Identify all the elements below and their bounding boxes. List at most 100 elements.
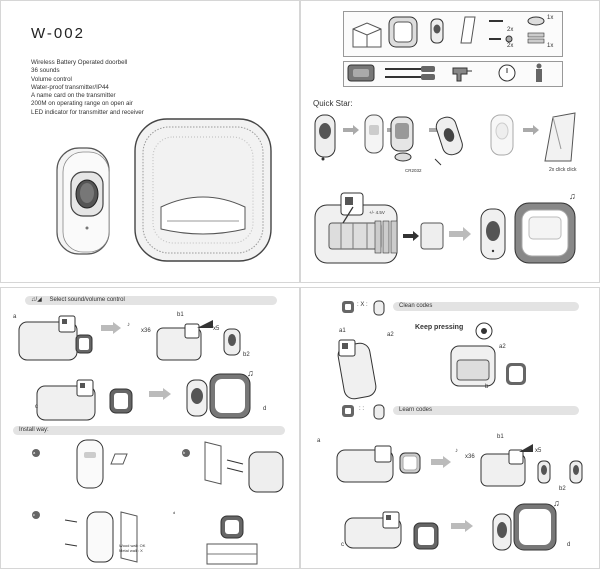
receiver-back-icon [18, 315, 78, 361]
page-codes: : X : Clean codes a1 a2 Keep pressing a2… [300, 287, 600, 569]
transmitter-press-icon [186, 379, 208, 417]
screws-icon [489, 20, 513, 43]
step-label-c: c [35, 404, 38, 410]
aa-batteries-icon [527, 32, 545, 44]
volume-icon [197, 320, 213, 328]
transmitter-small-icon [373, 404, 385, 420]
transmitter-small-icon [223, 328, 241, 356]
transmitter-small-icon [569, 460, 583, 484]
receiver-ringing-icon [209, 373, 251, 419]
arrow-right-icon [101, 322, 121, 334]
step-label-a2-right: a2 [499, 344, 506, 350]
step-label-d: d [263, 406, 267, 412]
tool-kit-icon [347, 64, 375, 82]
receiver-illustration [134, 118, 272, 262]
transmitter-closing-icon [434, 116, 463, 166]
x36-label: x36 [141, 328, 151, 334]
install-step-a: a [33, 450, 36, 455]
page-quick-start: 2x 2x 1x 1x Quick Star: [300, 0, 600, 283]
model-title: W-002 [31, 25, 85, 42]
spec-item: Wireless Battery Operated doorbell [31, 59, 128, 66]
step-label-b: b [485, 384, 489, 390]
spec-item: Volume control [31, 75, 72, 83]
package-box-icon [352, 22, 382, 48]
wall-note: Wood wall: OK Metal wall : X [119, 543, 145, 553]
receiver-ringing-icon [513, 503, 557, 551]
keep-pressing-button-icon [475, 322, 493, 340]
install-step-b: b [183, 450, 186, 455]
section-header-learn: Learn codes [393, 406, 579, 415]
receiver-small-icon [109, 388, 133, 414]
receiver-small-icon [75, 334, 93, 354]
wall-note-wood: Wood wall: OK [119, 543, 146, 548]
learn-codes-title: Learn codes [399, 407, 433, 413]
volume-icon [519, 444, 533, 452]
tools-box [343, 61, 563, 87]
install-title: Install way: [19, 427, 49, 433]
plugs-qty: 2x [507, 43, 514, 49]
transmitter-illustration [56, 147, 110, 255]
wall-note-metal: Metal wall : X [119, 548, 143, 553]
aa-batteries-qty: 1x [547, 43, 554, 49]
spec-item: A name card on the transmitter [31, 92, 116, 100]
drill-icon [452, 67, 472, 82]
transmitter-small-icon [537, 460, 551, 484]
music-note-icon: ♫ [247, 368, 254, 378]
receiver-back-icon [156, 323, 202, 361]
step-label-b1: b1 [177, 312, 184, 318]
section-header-select-sound: ♫/◢ Select sound/volume control [25, 296, 277, 305]
transmitter-snap-icon [544, 112, 576, 162]
step-label-b2: b2 [243, 352, 250, 358]
screwdrivers-icon [385, 66, 435, 80]
arrow-right-icon [343, 125, 359, 135]
learn-step-label-c: c [341, 542, 344, 548]
arrow-right-icon [449, 227, 471, 241]
click-note: 2x click click [549, 167, 577, 173]
learn-step-label-a: a [317, 438, 321, 444]
wall-mount-receiver-icon [204, 441, 284, 493]
receiver-on-table-icon [206, 515, 258, 565]
battery-cover-icon [420, 222, 444, 250]
transmitter-press-icon [480, 208, 506, 260]
spec-item: Water-proof transmitter/IP44 [31, 83, 109, 91]
receiver-back-icon [480, 449, 526, 487]
learn-step-label-b1: b1 [497, 434, 504, 440]
music-note-icon: ♪ [455, 448, 458, 454]
screws-qty: 2x [507, 27, 514, 33]
music-note-icon: ♫ [553, 498, 560, 508]
transmitter-open-icon [337, 339, 377, 400]
transmitter-small-icon [430, 18, 444, 44]
transmitter-back-icon [314, 114, 336, 161]
colon-x-symbol: : X : [357, 302, 368, 308]
x5-label: x5 [213, 326, 220, 332]
spec-item: 36 sounds [31, 67, 60, 75]
receiver-small-icon [399, 452, 421, 474]
voltage-label: +/- 4.5V [369, 210, 385, 215]
music-note-icon: ♫/◢ [31, 297, 42, 303]
quick-start-title: Quick Star: [313, 99, 353, 108]
receiver-ringing-icon [514, 202, 576, 264]
receiver-back-icon [336, 445, 394, 483]
page-sound-install: ♫/◢ Select sound/volume control a ♪ x36 … [0, 287, 300, 569]
arrow-right-icon [149, 388, 171, 400]
section-header-clean: Clean codes [393, 302, 579, 311]
receiver-small-icon [342, 405, 354, 417]
keep-pressing-label: Keep pressing [415, 324, 464, 331]
step-label-a1: a1 [339, 328, 346, 334]
aa-batteries-insert-icon [374, 220, 398, 254]
learn-step-label-b2: b2 [559, 486, 566, 492]
install-step-d: d [173, 510, 176, 515]
step-marker-icon [182, 449, 190, 457]
arrow-right-icon [523, 125, 539, 135]
learn-x36-label: x36 [465, 454, 475, 460]
learn-x5-label: x5 [535, 448, 542, 454]
spec-item: LED indicator for transmitter and receiv… [31, 108, 144, 116]
battery-insert-icon [390, 116, 414, 162]
select-sound-title: Select sound/volume control [49, 297, 125, 303]
transmitter-open-icon [364, 114, 384, 154]
arrow-right-icon [431, 456, 451, 468]
coin-battery-icon [527, 16, 545, 26]
section-header-install: Install way: [13, 426, 285, 435]
name-card-icon [460, 16, 476, 44]
spec-list: Wireless Battery Operated doorbell 36 so… [31, 59, 144, 117]
